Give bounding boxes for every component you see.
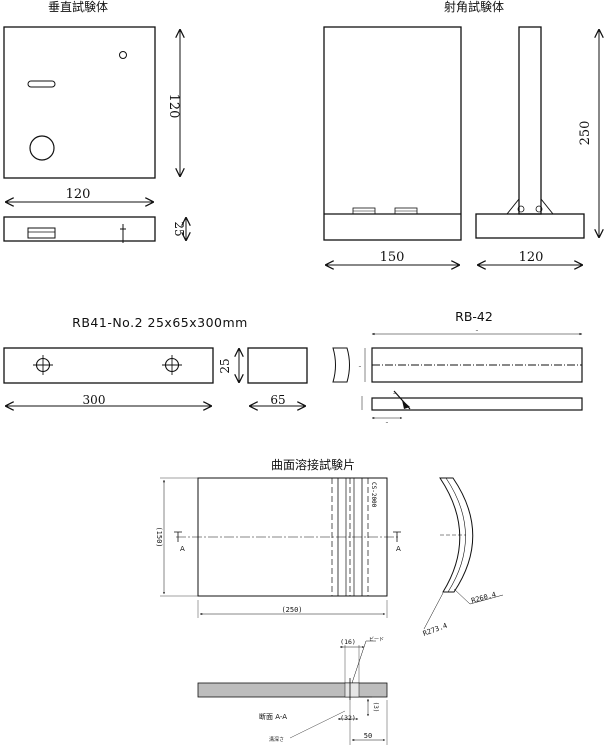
length-dim: 50 (364, 732, 372, 740)
angled-side-web (518, 26, 542, 215)
inner-radius: R260.4 (470, 591, 497, 605)
curved-weld-title: 曲面溶接試験片 (271, 457, 355, 472)
rb42-lower-bar (371, 397, 583, 411)
rb42-bottom-dim: … (386, 419, 389, 424)
groove-leader (289, 710, 346, 739)
section-aa-label: 断面 A-A (259, 712, 287, 721)
angled-front-view (323, 26, 462, 241)
vertical-thickness-dim: 25 (172, 221, 186, 236)
side-slot (27, 227, 56, 239)
curved-height-dim: (150) (155, 526, 163, 547)
section-label-right: A (396, 545, 401, 553)
plan-stamp: CS-2000 (370, 482, 377, 508)
section-mark-left-icon (174, 531, 182, 542)
crosshair-hole-icon (33, 355, 53, 375)
vertical-side-view (3, 216, 156, 242)
rb41-bar (3, 347, 214, 384)
depth-dim: (3) (372, 702, 379, 713)
fillet-welds (506, 198, 554, 215)
curved-weld-specimen: 曲面溶接試験片 CS-2000 A A (150) (250) R260.4 (155, 457, 504, 745)
curved-side-view (439, 477, 474, 593)
rb41-end-view (247, 347, 308, 384)
section-mark-right-icon (393, 531, 401, 542)
vertical-front-view (3, 26, 156, 179)
offset-dim: (32) (340, 714, 356, 722)
angled-side-base (475, 213, 585, 239)
crosshair-hole-icon (162, 355, 182, 375)
curved-width-dim: (250) (281, 606, 302, 614)
slot-notch (27, 80, 56, 88)
bead-width-dim: (16) (340, 638, 356, 646)
bead-region (344, 682, 360, 698)
rb42-title: RB-42 (455, 309, 493, 324)
angled-front-width-dim: 150 (380, 250, 405, 265)
rb42-end-view (332, 347, 350, 383)
angled-side-width-dim: 120 (519, 250, 544, 265)
weld-root-left (517, 205, 525, 213)
rb42-side-dim: … (359, 363, 362, 368)
angled-specimen: 射角試験体 150 250 120 (323, 0, 599, 265)
angled-height-dim: 250 (578, 121, 593, 146)
vertical-height-dim: 120 (166, 94, 181, 119)
section-label-left: A (180, 545, 185, 553)
rb41-length-dim: 300 (83, 393, 106, 407)
inner-radius-leader-2 (469, 594, 504, 605)
outer-radius: R273.4 (422, 622, 449, 638)
outer-radius-leader (423, 592, 444, 630)
vertical-specimen: 垂直試験体 120 120 25 (3, 0, 186, 243)
rb42-top-dim: … (476, 327, 479, 332)
inner-radius-leader (453, 588, 471, 605)
large-hole-icon (29, 135, 55, 161)
section-bar (197, 682, 388, 698)
rb42-notch-mark (402, 400, 410, 409)
rb42-specimen: RB-42 … … … … (332, 309, 583, 424)
rb41-width-dim: 65 (270, 393, 285, 407)
rb41-thickness-dim: 25 (218, 358, 232, 373)
angled-specimen-title: 射角試験体 (444, 0, 504, 14)
bead-label: ビード (369, 636, 384, 643)
bead-leader (351, 640, 367, 684)
rb42-angle-dim: … (393, 390, 396, 395)
groove-label: 溝深さ (269, 736, 284, 743)
vertical-width-dim: 120 (66, 187, 91, 202)
rb41-title: RB41-No.2 25x65x300mm (72, 315, 248, 330)
weld-root-right (535, 205, 543, 213)
small-hole-icon (119, 51, 127, 59)
rb41-specimen: RB41-No.2 25x65x300mm 300 25 65 (3, 315, 308, 407)
vertical-specimen-title: 垂直試験体 (48, 0, 108, 14)
